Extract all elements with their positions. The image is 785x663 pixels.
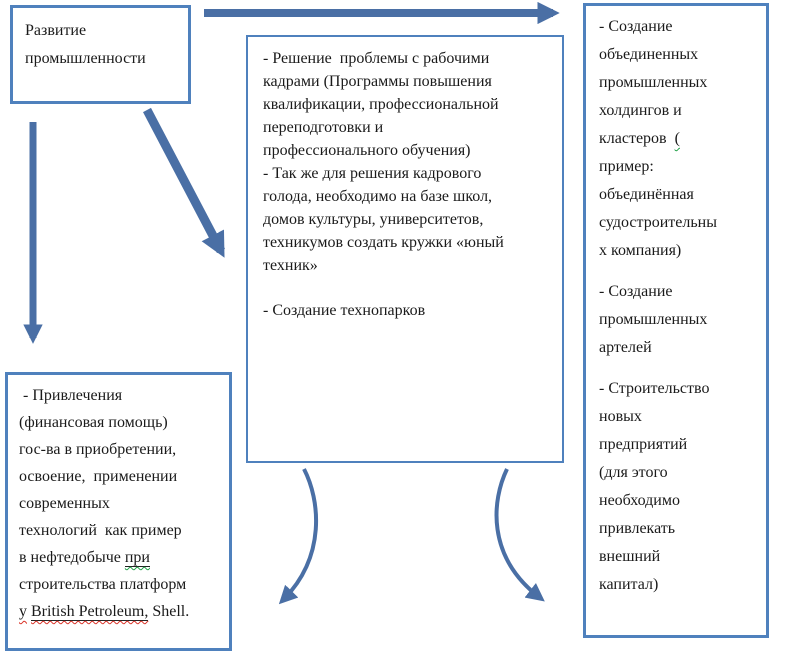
text-line: Развитие [25,22,87,39]
text-line: промышленности [25,50,146,67]
paragraph-spacer [263,277,547,299]
text-line: объединённая [599,186,694,203]
text-line: гос-ва в приобретении, [19,441,177,458]
text-line: профессионального обучения) [263,142,471,159]
text-line: капитал) [599,576,659,593]
text-line: - Привлечения [19,387,123,404]
text-line: пример: [599,158,654,175]
text-line: техникумов создать кружки «юный [263,234,504,251]
text-line: промышленных [599,74,708,91]
industry-development-box: Развитие промышленности [10,5,191,104]
text-line: предприятий [599,436,688,453]
text-line: голода, необходимо на базе школ, [263,188,493,205]
text-line: техник» [263,257,318,274]
text-line: - Создание технопарков [263,302,426,319]
arrow-curved-left [278,468,319,605]
arrow-curved-right [494,468,545,602]
text-line: промышленных [599,311,708,328]
text-line: технологий как пример [19,522,182,539]
text-line: - Создание [599,283,673,300]
state-financing-box: - Привлечения (финансовая помощь) гос-ва в… [5,372,232,651]
workforce-solutions-box: - Решение проблемы с рабочими кадрами (Пр… [246,35,564,463]
text-line: необходимо [599,492,680,509]
text-line: (финансовая помощь) [19,414,168,431]
text-line: - Строительство [599,380,710,397]
text-line: артелей [599,339,652,356]
text-line: объединенных [599,46,699,63]
holdings-clusters-box: - Создание объединенных промышленных холдин… [583,3,769,638]
text-line: переподготовки и [263,119,384,136]
text-line: - Создание [599,18,673,35]
text-line: - Решение проблемы с рабочими [263,50,490,67]
text-line: (для этого [599,464,668,481]
text-line: холдингов и [599,102,682,119]
text-line: домов культуры, университетов, [263,211,484,228]
paragraph-spacer [599,265,753,278]
text-line: у British Petroleum, Shell. [19,603,190,621]
text-line: освоение, применении [19,468,178,485]
text-line: в нефтедобыче при [19,549,150,567]
text-line: судостроительны [599,214,717,231]
text-line: внешний [599,548,661,565]
text-line: привлекать [599,520,676,537]
text-line: строительства платформ [19,576,187,593]
text-line: современных [19,495,110,512]
arrow-diagonal-down-right [143,107,225,258]
text-line: х компания) [599,242,682,259]
text-line: - Так же для решения кадрового [263,165,482,182]
text-line: квалификации, профессиональной [263,96,499,113]
text-line: кластеров ( [599,130,680,147]
text-line: новых [599,408,642,425]
text-line: кадрами (Программы повышения [263,73,492,90]
paragraph-spacer [599,362,753,375]
